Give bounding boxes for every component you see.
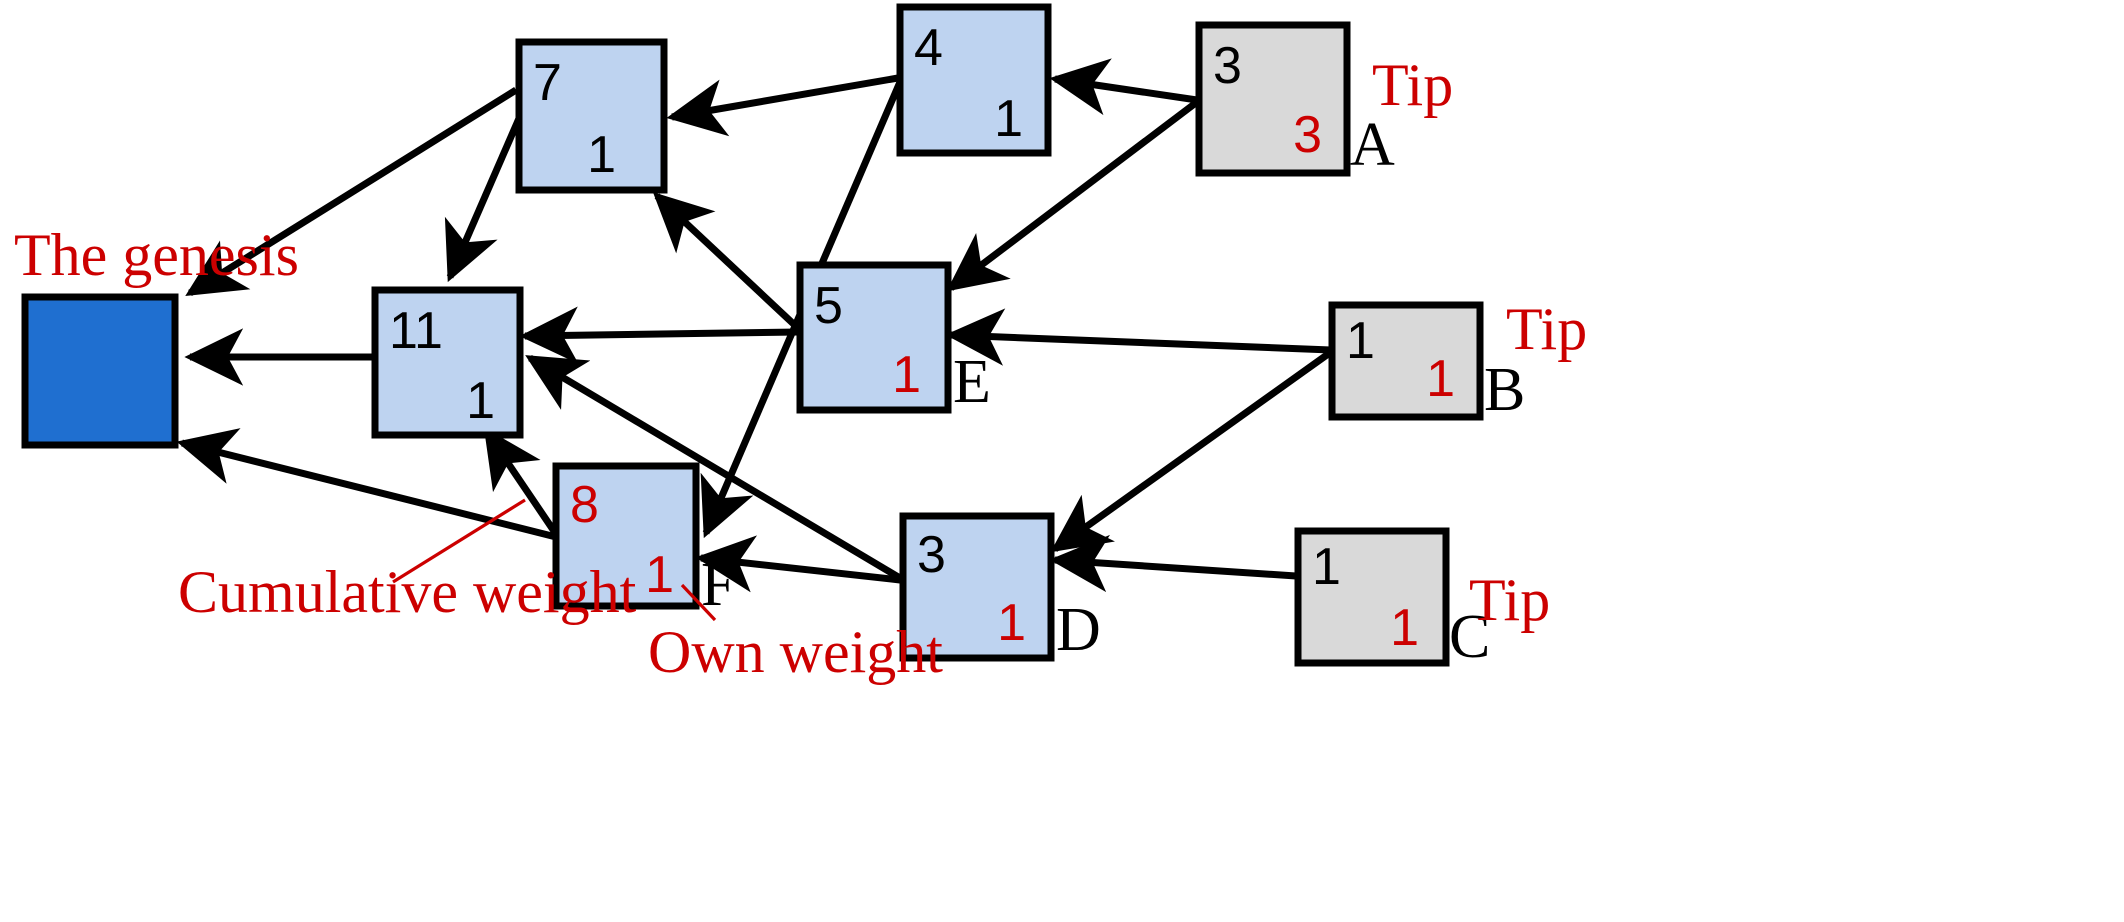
node-11-own-weight: 1 [466,372,495,430]
node-D-label: D [1056,596,1101,664]
edge-E-to-n11 [519,306,799,364]
node-E-label: E [953,348,991,416]
cumulative-weight-annotation: Cumulative weight [178,559,637,625]
own-weight-annotation: Own weight [648,619,943,685]
node-4[interactable]: 4 1 [896,3,1052,157]
node-B[interactable]: 1 1 B [1328,301,1525,424]
edge-D-to-n11 [525,354,902,582]
node-F-cumulative-weight: 8 [570,476,599,534]
node-E-own-weight: 1 [892,346,921,404]
node-B-cumulative-weight: 1 [1346,312,1375,370]
node-F-label: F [701,551,735,619]
edge-n7-to-n11 [444,98,531,283]
edge-F-to-genesis [176,428,561,542]
node-A-cumulative-weight: 3 [1213,37,1242,95]
own-weight-leader [680,583,717,622]
edge-n4-to-n7 [666,74,899,137]
edge-C-to-D [1049,534,1297,593]
node-E[interactable]: 5 1 E [796,261,991,416]
node-C[interactable]: 1 1 C [1294,527,1490,671]
edge-B-to-E [945,308,1332,366]
node-11[interactable]: 11 1 [371,286,524,439]
node-D-cumulative-weight: 3 [917,526,946,584]
node-7[interactable]: 7 1 [515,38,668,194]
tip-b-annotation: Tip [1506,296,1587,362]
node-F[interactable]: 8 1 F [552,462,735,619]
node-B-label: B [1484,356,1525,424]
node-A-own-weight: 3 [1293,106,1322,164]
node-C-cumulative-weight: 1 [1312,538,1341,596]
node-D-own-weight: 1 [997,594,1026,652]
node-7-cumulative-weight: 7 [533,54,562,112]
edge-B-to-D [1050,349,1334,553]
node-F-own-weight: 1 [645,546,674,604]
node-7-own-weight: 1 [587,126,616,184]
edge-layer [176,58,1334,593]
tip-a-annotation: Tip [1372,52,1453,118]
node-genesis[interactable] [21,293,179,449]
node-A[interactable]: 3 3 A [1195,21,1395,179]
edge-A-to-E [946,99,1200,292]
node-11-cumulative-weight: 11 [389,302,443,360]
node-4-own-weight: 1 [994,90,1023,148]
edge-E-to-n4 [652,192,803,333]
node-D[interactable]: 3 1 D [899,512,1101,664]
node-B-own-weight: 1 [1426,350,1455,408]
edge-D-to-F [695,535,901,593]
node-C-own-weight: 1 [1390,599,1419,657]
genesis-annotation: The genesis [14,222,299,288]
edge-A-to-n4 [1049,58,1198,116]
node-E-cumulative-weight: 5 [814,277,843,335]
node-4-cumulative-weight: 4 [914,19,943,77]
node-C-label: C [1449,603,1490,671]
node-A-label: A [1350,111,1395,179]
cumulative-weight-leader [392,498,526,584]
edge-n7-to-genesis [185,87,518,296]
edge-F-to-n11 [483,427,563,542]
annotation-layer: The genesis Tip Tip Tip Cumulative weigh… [14,52,1587,685]
tip-c-annotation: Tip [1469,567,1550,633]
